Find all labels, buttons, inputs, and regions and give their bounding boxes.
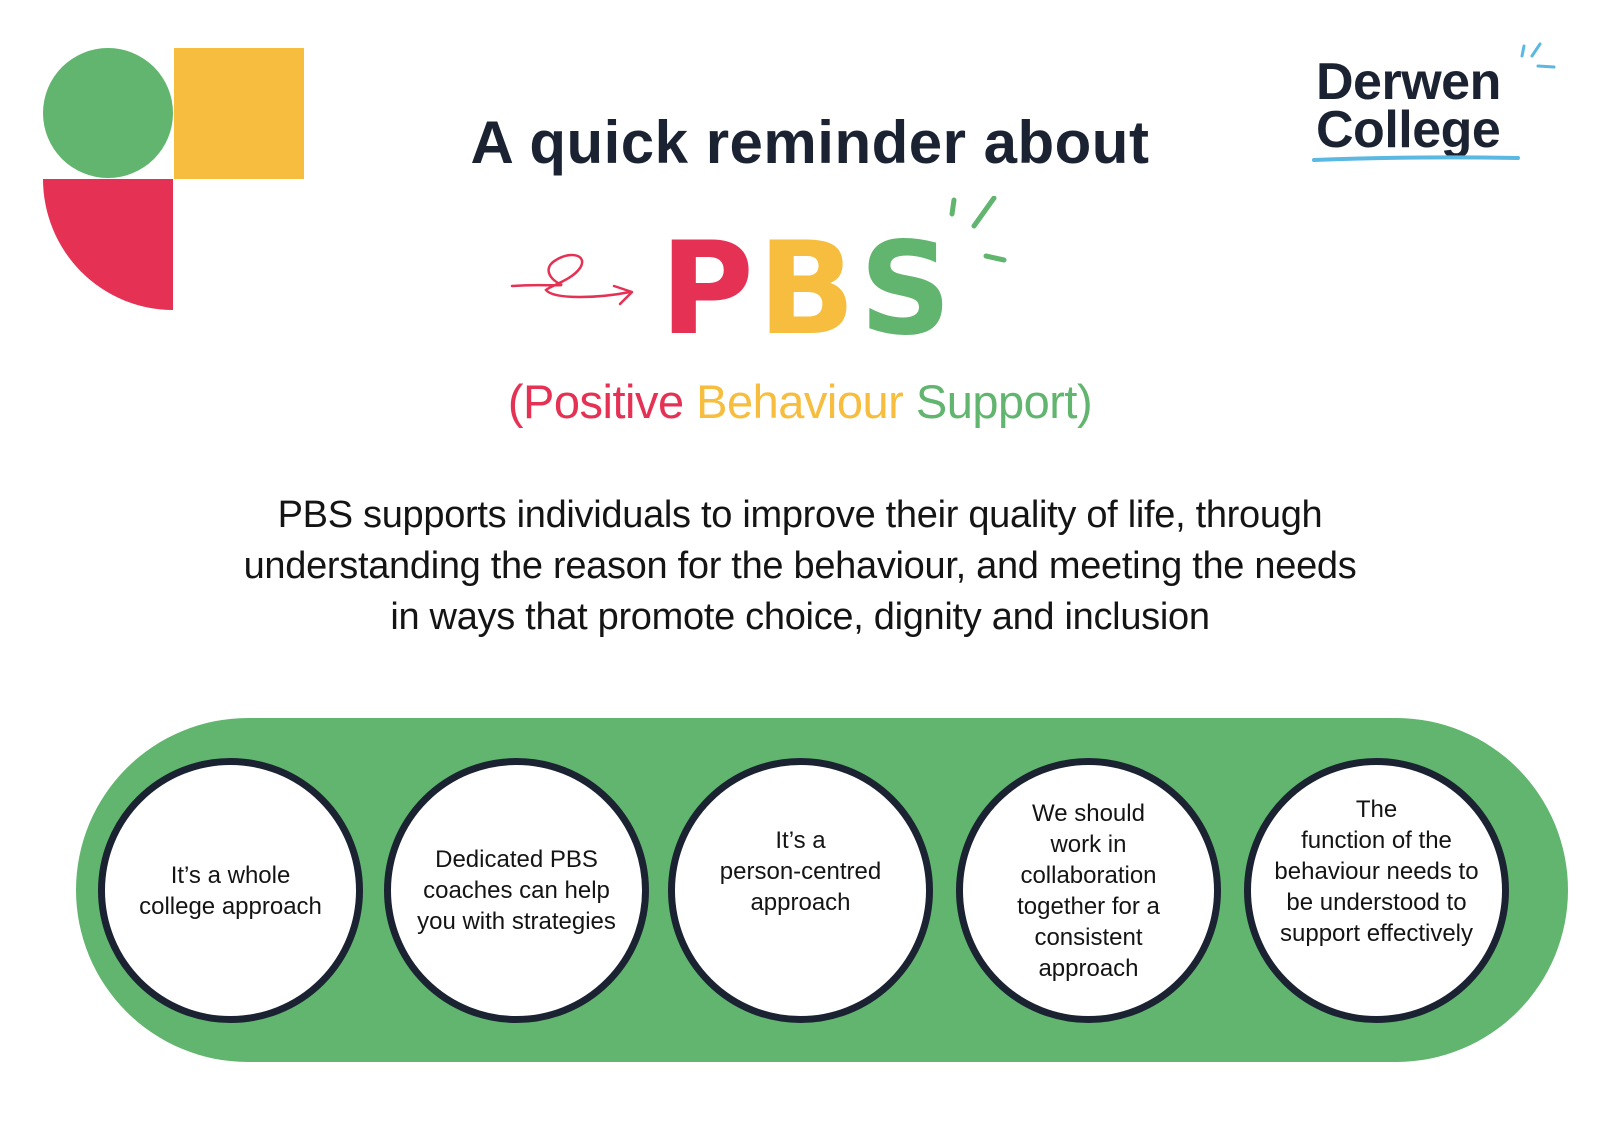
intro-line-1: PBS supports individuals to improve thei…	[277, 494, 1323, 536]
pbs-acronym: PBS	[660, 226, 956, 354]
green-circle-decoration	[43, 48, 173, 178]
principle-text-1: It’s a whole college approach	[139, 861, 322, 920]
principle-bubble-1: It’s a whole college approach	[98, 758, 363, 1023]
acronym-letter-p: P	[660, 215, 758, 364]
expansion-open-paren: (	[507, 375, 524, 428]
pbs-expansion: (Positive Behaviour Support)	[0, 374, 1600, 429]
principles-banner: It’s a whole college approach Dedicated …	[76, 718, 1568, 1062]
red-quarter-circle-decoration	[43, 179, 173, 310]
curly-arrow-icon	[510, 253, 634, 306]
brand-underline-icon	[1312, 155, 1520, 162]
brand-line-2: College	[1316, 101, 1501, 159]
principle-bubble-3: It’s a person-centred approach	[668, 758, 933, 1023]
page-title: A quick reminder about	[470, 109, 1150, 176]
sparkle-icon	[949, 196, 1007, 263]
principle-bubble-5: The function of the behaviour needs to b…	[1244, 758, 1509, 1023]
yellow-square-decoration	[174, 48, 304, 179]
principle-text-2: Dedicated PBS coaches can help you with …	[417, 846, 616, 935]
derwen-college-logo: Derwen College	[1312, 42, 1556, 162]
principle-text-4: We should work in collaboration together…	[1017, 799, 1160, 982]
expansion-word-behaviour: Behaviour	[696, 375, 904, 428]
expansion-word-positive: Positive	[523, 375, 684, 428]
principle-bubble-4: We should work in collaboration together…	[956, 758, 1221, 1023]
intro-line-2: understanding the reason for the behavio…	[243, 545, 1357, 587]
brand-line-1: Derwen	[1316, 53, 1501, 111]
principle-text-5: The function of the behaviour needs to b…	[1274, 796, 1479, 947]
acronym-letter-b: B	[757, 215, 860, 364]
intro-line-3: in ways that promote choice, dignity and…	[390, 596, 1210, 638]
principle-bubble-2: Dedicated PBS coaches can help you with …	[384, 758, 649, 1023]
brand-spark-icon	[1520, 42, 1556, 69]
acronym-letter-s: S	[859, 215, 956, 364]
expansion-close-paren: )	[1076, 375, 1093, 428]
expansion-word-support: Support	[915, 375, 1078, 428]
principle-text-3: It’s a person-centred approach	[719, 827, 882, 916]
intro-paragraph: PBS supports individuals to improve thei…	[0, 490, 1600, 643]
